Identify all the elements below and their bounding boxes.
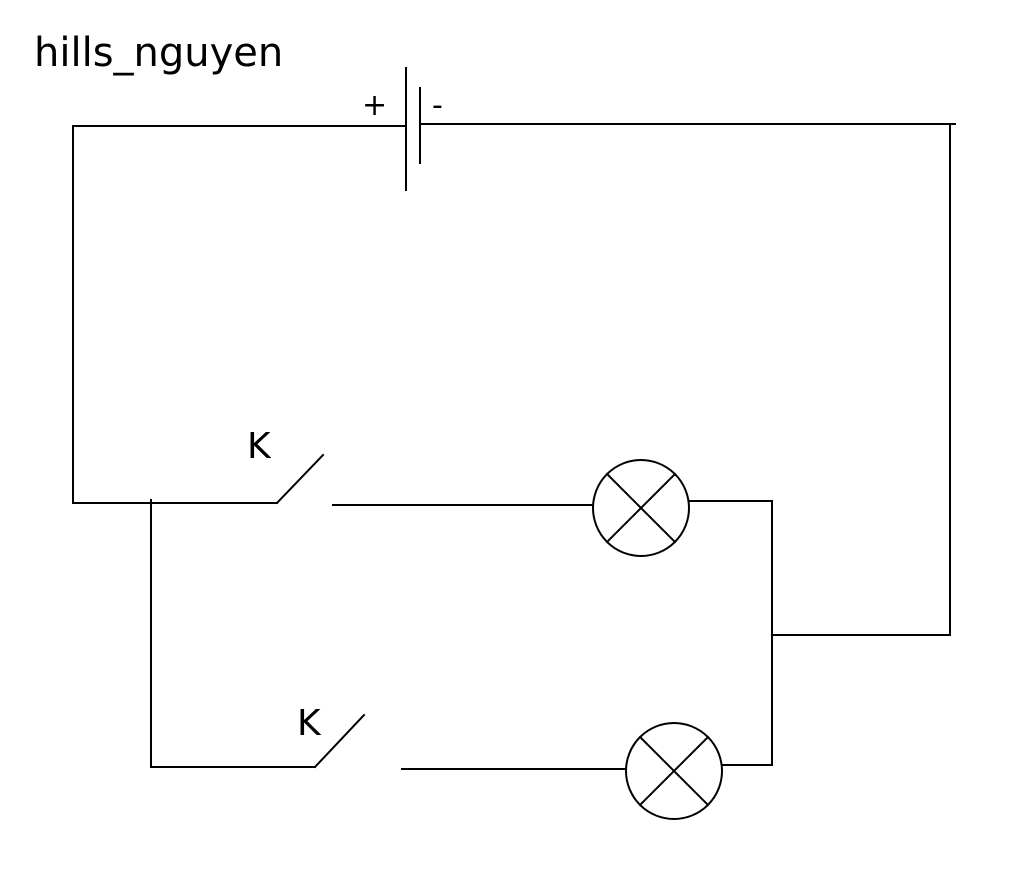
switch-top-label: K [247,426,272,467]
switch-top: K [247,426,325,505]
wire-left-loop [72,125,407,504]
wires [72,123,956,770]
lamp-top [592,459,690,557]
lamp-bottom [625,722,723,820]
wire-right-return [771,123,951,636]
switch-top-blade [275,453,325,505]
battery: + - [362,67,443,191]
lamp-top-cross-b [605,472,677,544]
wire-bottom-branch [150,499,316,768]
wire-lamps-right [687,500,773,766]
lamp-bottom-cross-b [638,735,710,807]
diagram-author-label: hills_nguyen [34,30,283,76]
switch-bottom-label: K [297,703,322,744]
battery-minus-label: - [432,88,443,123]
switch-bottom: K [297,703,366,769]
switch-bottom-blade [313,713,366,769]
battery-plus-label: + [362,88,387,123]
